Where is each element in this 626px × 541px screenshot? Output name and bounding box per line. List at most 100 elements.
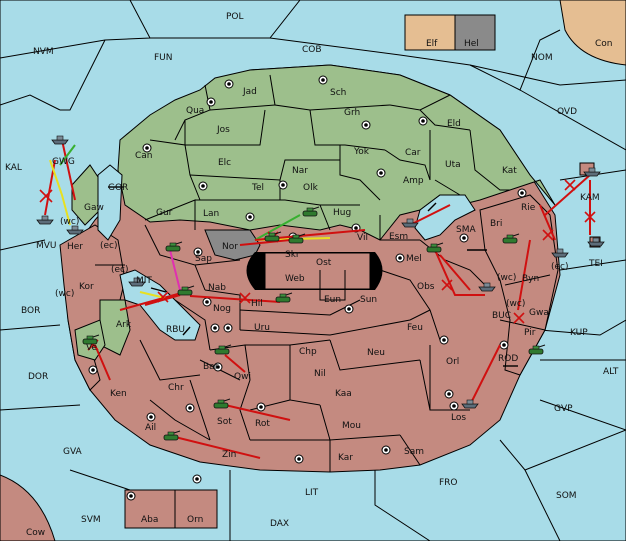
region-label-coasts[interactable]: (ec): [551, 262, 569, 272]
fleet-icon[interactable]: [401, 218, 419, 228]
region-label-red[interactable]: Hil: [251, 299, 263, 309]
region-label-red[interactable]: Obs: [417, 282, 435, 292]
army-icon[interactable]: [288, 233, 306, 244]
region-label-sea[interactable]: RBU: [166, 325, 185, 335]
region-label-sea[interactable]: DOR: [28, 372, 48, 382]
region-label-sea[interactable]: NVM: [33, 47, 54, 57]
region-label-red[interactable]: Bar: [203, 362, 219, 372]
region-label-coasts[interactable]: (wc): [497, 273, 516, 283]
army-icon[interactable]: [264, 231, 282, 242]
region-label-red[interactable]: Mel: [406, 254, 422, 264]
region-label-green[interactable]: Sch: [330, 88, 346, 98]
region-label-green[interactable]: Qua: [186, 106, 204, 116]
region-label-green[interactable]: Amp: [403, 176, 424, 186]
region-label-green[interactable]: Eld: [447, 119, 461, 129]
region-label-red[interactable]: Kar: [338, 453, 353, 463]
region-label-sea[interactable]: ALT: [603, 367, 619, 377]
region-label-coasts[interactable]: (wc): [55, 289, 74, 299]
region-label-red[interactable]: Sam: [404, 447, 424, 457]
region-label-green[interactable]: Kat: [502, 166, 517, 176]
region-label-red[interactable]: Kaa: [335, 389, 352, 399]
fleet-icon[interactable]: [478, 282, 496, 292]
army-icon[interactable]: [163, 430, 181, 441]
fleet-icon[interactable]: [66, 225, 84, 235]
army-icon[interactable]: [426, 242, 444, 253]
region-label-coasts[interactable]: (wc): [60, 217, 79, 227]
region-label-coasts[interactable]: (wc): [506, 299, 525, 309]
region-label-red[interactable]: Bri: [490, 219, 502, 229]
region-label-green[interactable]: Jos: [216, 125, 230, 135]
region-label-sea[interactable]: FUN: [154, 53, 173, 63]
region-label-green[interactable]: Elc: [218, 158, 231, 168]
region-label-other[interactable]: Cow: [26, 528, 45, 538]
fleet-icon[interactable]: [36, 215, 54, 225]
region-label-green[interactable]: Can: [135, 151, 153, 161]
army-icon[interactable]: [214, 344, 232, 355]
region-label-green[interactable]: Gur: [156, 208, 173, 218]
region-label-green[interactable]: Olk: [303, 183, 319, 193]
region-label-green[interactable]: Jad: [242, 87, 257, 97]
army-icon[interactable]: [528, 344, 546, 355]
region-label-green[interactable]: Nar: [292, 166, 308, 176]
region-label-sea[interactable]: TEI: [588, 259, 603, 269]
region-label-red[interactable]: Qwi: [234, 372, 251, 382]
region-label-sea[interactable]: MIT: [136, 276, 152, 286]
fleet-icon[interactable]: [128, 277, 146, 287]
region-label-red[interactable]: Pir: [524, 328, 536, 338]
fleet-icon[interactable]: [583, 167, 601, 177]
region-label-sea[interactable]: DAX: [270, 519, 289, 529]
region-label-sea[interactable]: GWG: [52, 157, 75, 167]
region-label-sea[interactable]: FRO: [439, 478, 458, 488]
region-label-sea[interactable]: SMA: [456, 225, 476, 235]
region-label-sea[interactable]: COB: [302, 45, 322, 55]
region-label-sea[interactable]: BUC: [492, 311, 511, 321]
region-label-red[interactable]: Her: [67, 242, 83, 252]
region-label-red[interactable]: Nab: [208, 283, 226, 293]
region-label-green[interactable]: Gaw: [84, 203, 104, 213]
army-icon[interactable]: [275, 292, 293, 303]
region-label-coasts[interactable]: (ec): [111, 265, 129, 275]
army-icon[interactable]: [165, 241, 183, 252]
region-label-other[interactable]: Con: [595, 39, 613, 49]
region-label-red[interactable]: Web: [285, 274, 305, 284]
region-label-sea[interactable]: MVU: [36, 241, 57, 251]
army-icon[interactable]: [213, 398, 231, 409]
region-label-red[interactable]: Skr: [285, 250, 300, 260]
region-label-green[interactable]: Tel: [251, 183, 264, 193]
region-label-other[interactable]: Elf: [426, 39, 438, 49]
region-label-red[interactable]: Ost: [316, 258, 332, 268]
fleet-icon[interactable]: [51, 135, 69, 145]
region-label-red[interactable]: Vil: [357, 233, 368, 243]
army-icon[interactable]: [302, 206, 320, 217]
region-label-other[interactable]: Orn: [187, 515, 203, 525]
region-label-green[interactable]: Esm: [389, 232, 408, 242]
army-icon[interactable]: [177, 285, 195, 296]
region-label-red[interactable]: Ken: [110, 389, 127, 399]
army-icon[interactable]: [502, 233, 520, 244]
region-label-sea[interactable]: POL: [226, 12, 244, 22]
region-label-green[interactable]: Rie: [521, 203, 536, 213]
region-label-red[interactable]: Eun: [324, 295, 341, 305]
region-label-red[interactable]: Ve: [86, 343, 97, 353]
region-label-sea[interactable]: OVD: [557, 107, 577, 117]
region-label-red[interactable]: Uru: [254, 323, 270, 333]
region-label-sea[interactable]: NOM: [531, 53, 553, 63]
region-label-red[interactable]: Rot: [255, 419, 270, 429]
region-label-red[interactable]: Gwa: [529, 308, 549, 318]
region-label-red[interactable]: Neu: [367, 348, 385, 358]
region-label-red[interactable]: Zin: [222, 450, 236, 460]
region-label-sea[interactable]: GOR: [108, 183, 128, 193]
region-label-coasts[interactable]: (ec): [100, 241, 118, 251]
region-label-green[interactable]: Uta: [445, 160, 461, 170]
fleet-icon[interactable]: [587, 237, 605, 247]
region-label-red[interactable]: Orl: [446, 357, 459, 367]
region-label-red[interactable]: Los: [451, 413, 466, 423]
region-label-red[interactable]: Sot: [217, 417, 232, 427]
region-label-red[interactable]: Sap: [195, 254, 212, 264]
region-label-red[interactable]: Ail: [145, 423, 156, 433]
region-label-green[interactable]: Hug: [333, 208, 351, 218]
region-label-green[interactable]: Yok: [353, 147, 370, 157]
region-label-sea[interactable]: LIT: [305, 488, 319, 498]
region-label-red[interactable]: Nog: [213, 304, 231, 314]
region-label-green[interactable]: Grh: [344, 108, 360, 118]
